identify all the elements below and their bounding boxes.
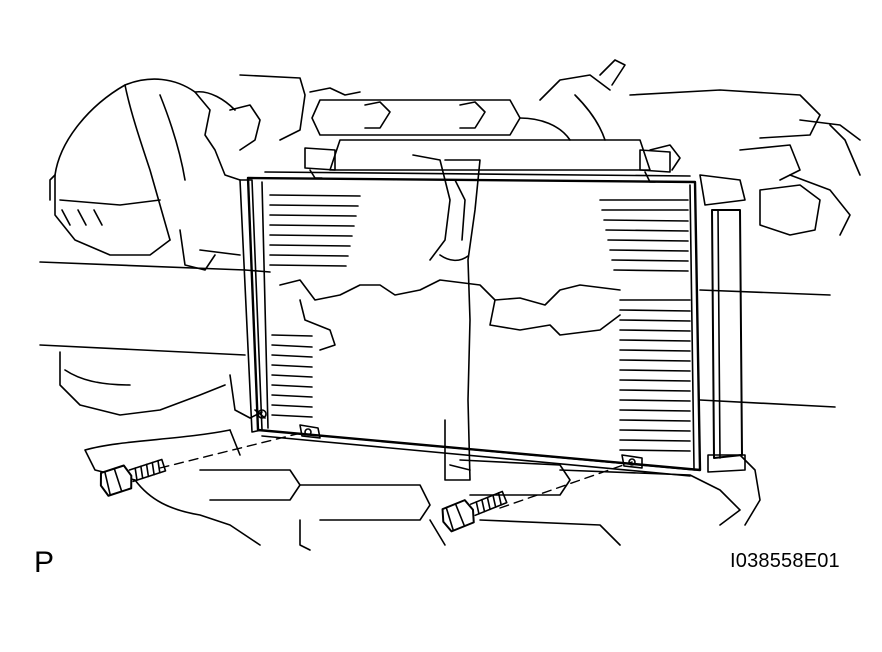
- receiver-dryer: [699, 174, 746, 473]
- view-label: P: [34, 546, 55, 579]
- engine-bay-left: [49, 78, 261, 271]
- bolt-icon: [441, 490, 508, 533]
- lower-support: [59, 351, 761, 551]
- mounting-brackets: [229, 147, 671, 469]
- hood-latch-support: [412, 154, 481, 481]
- bolt-alignment-lines: [159, 431, 633, 509]
- figure-id: I038558E01: [730, 550, 840, 572]
- engine-bay-top: [239, 59, 861, 236]
- condenser-core: [239, 171, 702, 477]
- bumper-reinforcement: [39, 261, 836, 408]
- bolt-icon: [99, 458, 167, 497]
